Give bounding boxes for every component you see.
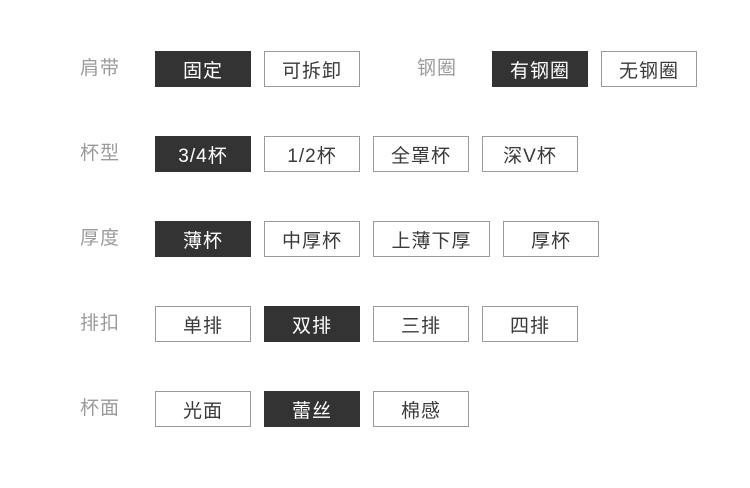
filter-row-cup-type: 杯型 3/4杯 1/2杯 全罩杯 深V杯 [0,136,750,172]
option-list-thickness: 薄杯 中厚杯 上薄下厚 厚杯 [155,221,612,257]
option-list-cup-type: 3/4杯 1/2杯 全罩杯 深V杯 [155,136,591,172]
option-list-underwire: 有钢圈 无钢圈 [492,51,710,87]
chip-hook-rows-1[interactable]: 双排 [264,306,360,342]
chip-shoulder-strap-0[interactable]: 固定 [155,51,251,87]
chip-hook-rows-0[interactable]: 单排 [155,306,251,342]
chip-cup-surface-1[interactable]: 蕾丝 [264,391,360,427]
group-label-shoulder-strap: 肩带 [80,58,121,79]
filter-row-cup-surface: 杯面 光面 蕾丝 棉感 [0,391,750,427]
group-label-underwire: 钢圈 [417,58,458,79]
group-label-hook-rows: 排扣 [80,313,121,334]
chip-thickness-0[interactable]: 薄杯 [155,221,251,257]
chip-thickness-2[interactable]: 上薄下厚 [373,221,490,257]
chip-cup-surface-2[interactable]: 棉感 [373,391,469,427]
chip-cup-type-1[interactable]: 1/2杯 [264,136,360,172]
filter-row-thickness: 厚度 薄杯 中厚杯 上薄下厚 厚杯 [0,221,750,257]
group-label-cup-type: 杯型 [80,143,121,164]
filter-group-underwire: 钢圈 有钢圈 无钢圈 [373,51,710,87]
filter-row-shoulder-strap: 肩带 固定 可拆卸 钢圈 有钢圈 无钢圈 [0,51,750,87]
chip-underwire-1[interactable]: 无钢圈 [601,51,697,87]
group-label-thickness: 厚度 [80,228,121,249]
chip-cup-type-2[interactable]: 全罩杯 [373,136,469,172]
chip-cup-type-3[interactable]: 深V杯 [482,136,578,172]
option-list-cup-surface: 光面 蕾丝 棉感 [155,391,482,427]
chip-underwire-0[interactable]: 有钢圈 [492,51,588,87]
chip-hook-rows-2[interactable]: 三排 [373,306,469,342]
filter-row-hook-rows: 排扣 单排 双排 三排 四排 [0,306,750,342]
chip-cup-surface-0[interactable]: 光面 [155,391,251,427]
chip-shoulder-strap-1[interactable]: 可拆卸 [264,51,360,87]
option-list-hook-rows: 单排 双排 三排 四排 [155,306,591,342]
option-list-shoulder-strap: 固定 可拆卸 [155,51,373,87]
group-label-cup-surface: 杯面 [80,398,121,419]
chip-cup-type-0[interactable]: 3/4杯 [155,136,251,172]
chip-hook-rows-3[interactable]: 四排 [482,306,578,342]
chip-thickness-1[interactable]: 中厚杯 [264,221,360,257]
chip-thickness-3[interactable]: 厚杯 [503,221,599,257]
